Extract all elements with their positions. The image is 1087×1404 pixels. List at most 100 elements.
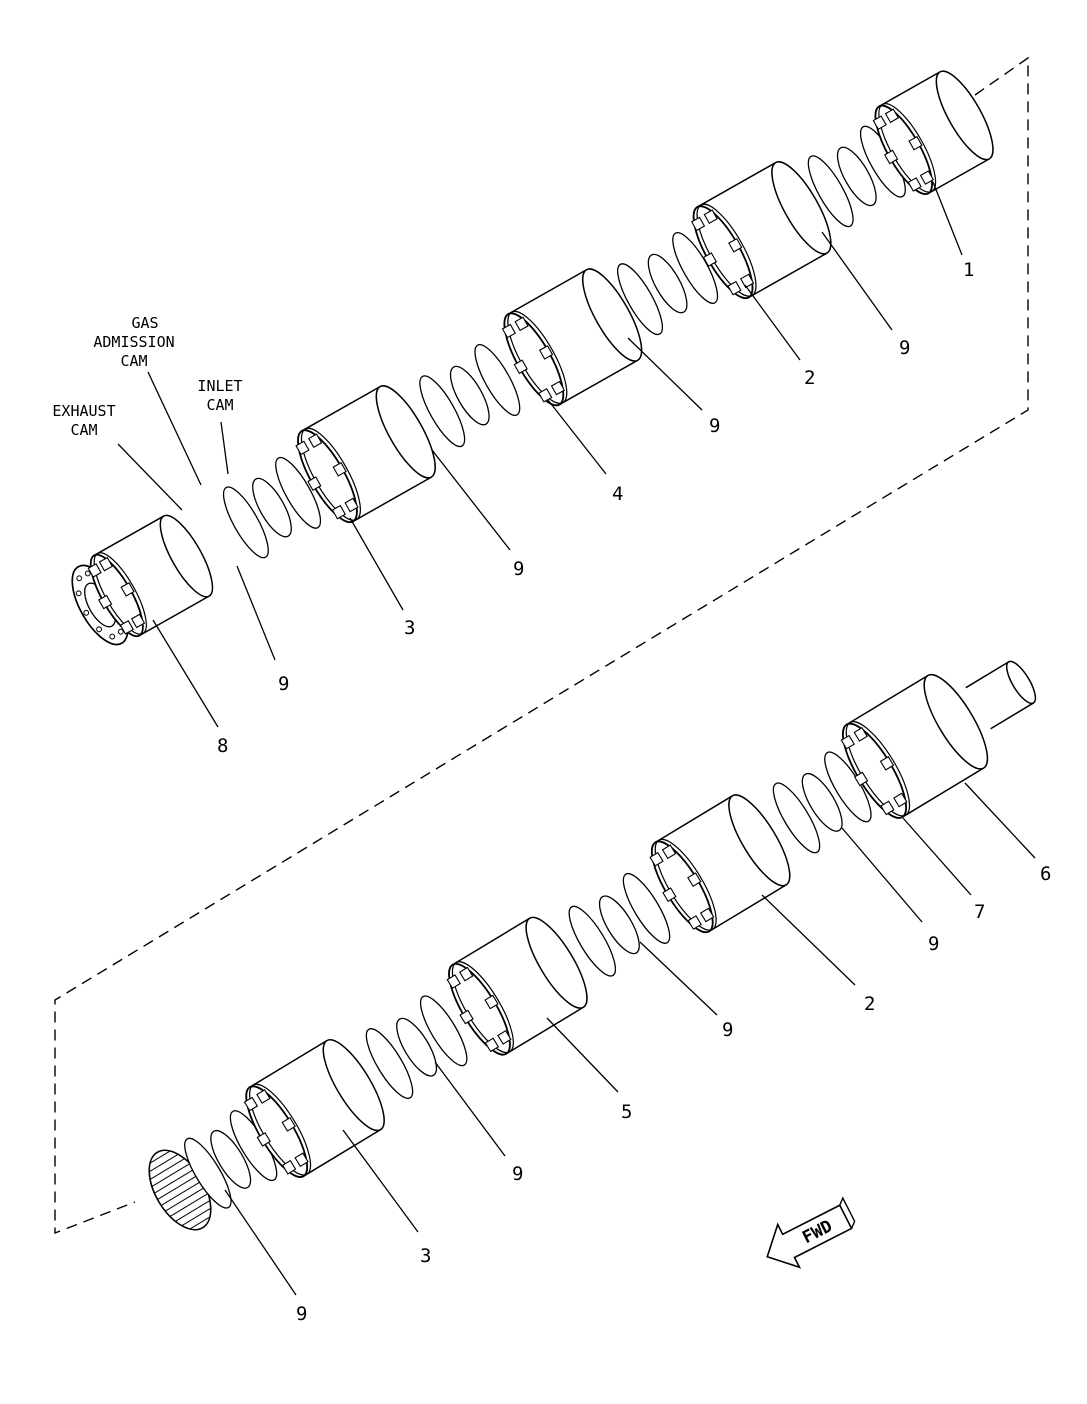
bolt-head [880, 800, 895, 816]
flange-hole [84, 570, 91, 577]
bolt-head [702, 252, 718, 267]
bolt-head [308, 433, 323, 449]
bolt-head [884, 108, 900, 124]
cam-lobe [474, 344, 521, 416]
bolt-head [649, 851, 664, 867]
bolt-head [893, 792, 908, 808]
flange-hole [109, 633, 116, 640]
bolt-head [514, 316, 529, 332]
bolt-head [130, 613, 146, 629]
cam-lobe [568, 905, 617, 977]
bolt-head [344, 497, 359, 513]
bolt-head [687, 915, 702, 930]
bolt-head [281, 1159, 297, 1175]
inlet-label-line1: INLET [197, 377, 242, 395]
callout-3: 3 [404, 617, 415, 639]
bolt-head [294, 1152, 309, 1168]
cam-lobe [419, 995, 468, 1067]
journal-section [243, 1039, 385, 1178]
callout-numbers: 1 2 9 9 4 9 3 9 8 6 7 9 2 9 5 9 3 9 [217, 259, 1051, 1325]
cam-lobe-group [807, 125, 906, 228]
bolt-head [331, 504, 346, 520]
callout-9: 9 [709, 415, 720, 437]
exhaust-label-line2: CAM [70, 421, 97, 439]
journal-section [690, 161, 832, 300]
bolt-head [661, 844, 677, 860]
bolt-head [497, 1030, 512, 1045]
cam-lobe [252, 477, 292, 538]
journal-section [840, 673, 989, 819]
cam-lobe [184, 1137, 232, 1209]
journal-section [295, 385, 436, 524]
bolt-head [501, 323, 517, 339]
lower-camshaft [148, 660, 1037, 1231]
cam-lobe [801, 772, 843, 832]
cam-lobe [772, 782, 821, 854]
cam-lobe [275, 456, 322, 529]
bolt-head [853, 727, 868, 742]
cam-lobe [365, 1028, 414, 1100]
bolt-head [699, 907, 715, 923]
bolt-head [919, 170, 935, 185]
callout-1: 1 [963, 259, 974, 281]
bolt-head [538, 345, 554, 360]
gas-label-line2: ADMISSION [93, 333, 174, 351]
bolt-head [538, 387, 553, 403]
callout-9: 9 [722, 1019, 733, 1041]
cam-lobe [647, 253, 688, 314]
cam-lobe-group [222, 456, 322, 559]
bolt-head [256, 1089, 271, 1104]
bolt-head [740, 273, 755, 289]
cam-lobe-group [365, 995, 468, 1100]
bolt-head [459, 1009, 474, 1025]
callout-5: 5 [621, 1101, 632, 1123]
cam-lobe [807, 155, 854, 228]
flange-hole [75, 590, 82, 597]
bolt-head [295, 440, 310, 456]
bolt-head [446, 974, 461, 990]
callout-4: 4 [612, 483, 623, 505]
bolt-head [484, 1037, 500, 1053]
cam-lobe [419, 375, 466, 448]
cam-lobe-group [772, 751, 872, 854]
callout-2: 2 [864, 993, 875, 1015]
bolt-head [727, 280, 742, 296]
flange-hole [76, 575, 83, 582]
exhaust-label-line1: EXHAUST [52, 402, 115, 420]
callout-9: 9 [278, 673, 289, 695]
callout-9: 9 [512, 1163, 523, 1185]
bolt-head [307, 476, 322, 491]
callout-9: 9 [296, 1303, 307, 1325]
callout-8: 8 [217, 735, 228, 757]
bolt-head [332, 461, 347, 477]
cam-lobe-group [617, 232, 719, 336]
callout-9: 9 [899, 337, 910, 359]
bolt-head [853, 771, 869, 787]
bolt-head [662, 887, 677, 902]
bolt-head [120, 582, 135, 597]
cam-lobe [222, 486, 269, 559]
bolt-head [484, 994, 499, 1010]
cam-lobe [598, 895, 640, 955]
gas-label-line1: GAS [131, 314, 158, 332]
shaft-stub-end [965, 660, 1037, 730]
journal-section [872, 70, 994, 195]
bolt-head [879, 755, 895, 771]
cam-lobe [617, 263, 664, 336]
callout-9: 9 [928, 933, 939, 955]
bolt-head [243, 1096, 259, 1112]
journal-section [501, 268, 643, 407]
journal-section [87, 514, 214, 638]
cam-lobe [836, 146, 877, 207]
journal-section [446, 916, 588, 1056]
cam-lobe-group [184, 1110, 278, 1209]
bolt-head [872, 115, 887, 130]
flange-hole [96, 626, 102, 633]
fwd-direction-arrow: FWD [766, 1196, 856, 1269]
callout-6: 6 [1040, 863, 1051, 885]
cam-labels: GAS ADMISSION CAM INLET CAM EXHAUST CAM [52, 314, 242, 439]
bolt-head [119, 620, 134, 635]
leader-lines [117, 181, 1036, 1296]
